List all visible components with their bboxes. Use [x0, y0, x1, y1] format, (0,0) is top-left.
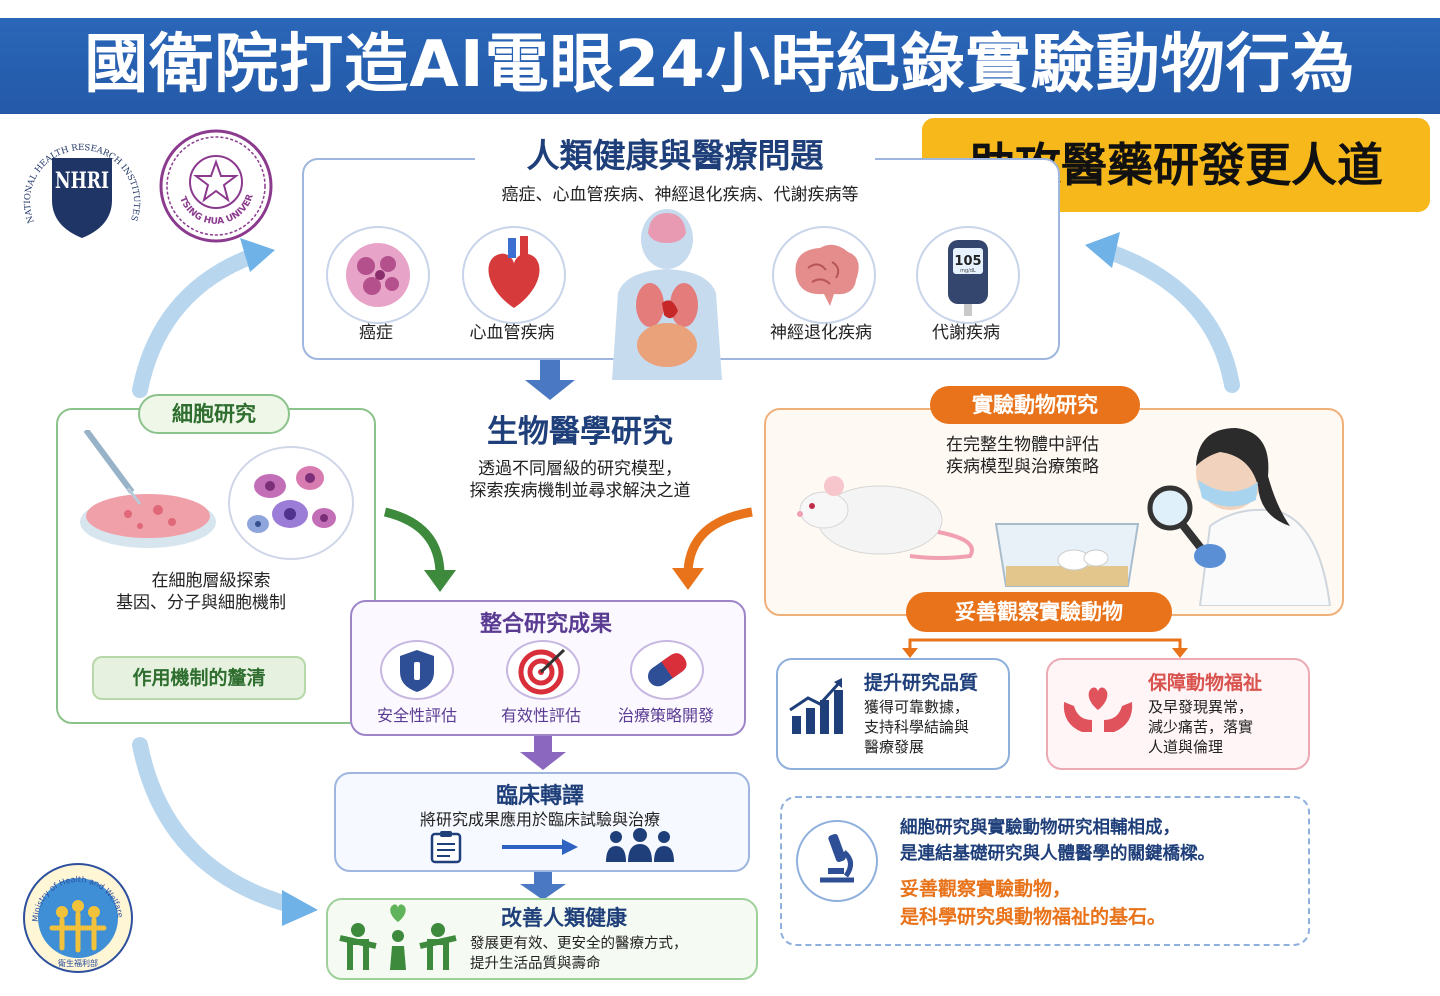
clinical-translation-desc: 將研究成果應用於臨床試驗與治療 — [419, 810, 660, 829]
cancer-cells-icon — [326, 226, 430, 324]
research-quality-title: 提升研究品質 — [864, 672, 979, 694]
cells-microscopy-icon — [228, 446, 354, 560]
cell-research-title: 細胞研究 — [138, 394, 290, 434]
cell-desc-1: 在細胞層級探索 — [151, 571, 271, 591]
moh-bottom-text: 衛生福利部 — [58, 958, 98, 968]
improve-desc-2: 提升生活品質與壽命 — [470, 956, 601, 972]
target-icon — [506, 640, 580, 700]
quality-desc-2: 支持科學結論與 — [864, 718, 970, 736]
mouse-cage-illustration — [992, 514, 1142, 590]
heart-icon — [462, 226, 566, 324]
metabolic-label: 代謝疾病 — [932, 323, 1000, 343]
glucose-value: 105 — [954, 254, 981, 269]
lab-mouse-illustration — [790, 460, 990, 570]
note-line-3: 妥善觀察實驗動物， — [900, 878, 1072, 900]
shield-icon — [380, 640, 454, 700]
microscope-icon — [796, 820, 878, 902]
improve-health-title: 改善人類健康 — [501, 906, 627, 930]
bar-chart-icon — [786, 676, 846, 738]
title-banner — [0, 18, 1440, 114]
moh-logo: Ministry of Health and Welfare 衛生福利部 — [22, 862, 134, 974]
capsule-icon — [630, 640, 704, 700]
animal-welfare-panel — [1046, 658, 1310, 770]
biomed-title: 生物醫學研究 — [487, 414, 673, 450]
integrated-results-title: 整合研究成果 — [479, 612, 612, 637]
care-hands-icon — [1060, 680, 1136, 740]
animal-desc-2: 疾病模型與治療策略 — [946, 457, 1099, 477]
brain-icon — [772, 226, 876, 324]
glucose-meter-icon: 105 mg/dL — [916, 226, 1020, 324]
page-title: 國衛院打造AI電眼24小時紀錄實驗動物行為 — [84, 28, 1356, 102]
cardiovascular-label: 心血管疾病 — [469, 323, 555, 343]
clinical-translation-panel — [334, 772, 750, 872]
neurodegenerative-label: 神經退化疾病 — [770, 323, 872, 343]
welfare-desc-1: 及早發現異常， — [1148, 698, 1254, 716]
petri-dish-illustration — [68, 428, 228, 560]
animal-research-title: 實驗動物研究 — [930, 386, 1140, 424]
glucose-unit: mg/dL — [960, 268, 976, 274]
improve-desc-1: 發展更有效、更安全的醫療方式， — [470, 936, 688, 952]
clinical-translation-title: 臨床轉譯 — [495, 784, 584, 809]
note-line-1: 細胞研究與實驗動物研究相輔相成， — [900, 818, 1180, 838]
welfare-desc-2: 減少痛苦，落實 — [1148, 718, 1254, 736]
observe-animals-badge: 妥善觀察實驗動物 — [906, 592, 1172, 632]
note-line-4: 是科學研究與動物福祉的基石。 — [900, 906, 1167, 928]
quality-desc-3: 醫療發展 — [864, 738, 925, 756]
animal-welfare-title: 保障動物福祉 — [1148, 672, 1263, 694]
human-body-illustration — [592, 205, 742, 380]
patients-group-icon — [604, 828, 676, 864]
right-arrow-icon — [500, 836, 580, 858]
quality-desc-1: 獲得可靠數據， — [864, 698, 970, 716]
researcher-illustration — [1140, 416, 1336, 607]
biomed-desc-1: 透過不同層級的研究模型， — [478, 459, 682, 479]
nhri-mark: NHRI — [55, 168, 109, 194]
nhri-logo: NATIONAL HEALTH RESEARCH INSTITUTES NHRI — [22, 130, 142, 242]
note-line-2: 是連結基礎研究與人體醫學的關鍵橋樑。 — [900, 844, 1215, 864]
safety-assessment-label: 安全性評估 — [376, 706, 457, 725]
nthu-seal: TSING HUA UNIVERSITY — [154, 121, 274, 244]
mechanism-clarification: 作用機制的釐清 — [92, 656, 306, 700]
human-health-title: 人類健康與醫療問題 — [475, 134, 875, 178]
treatment-strategy-label: 治療策略開發 — [617, 706, 714, 725]
efficacy-assessment-label: 有效性評估 — [500, 706, 581, 725]
clipboard-icon — [426, 830, 466, 864]
animal-desc-1: 在完整生物體中評估 — [946, 435, 1099, 455]
human-health-desc: 癌症、心血管疾病、神經退化疾病、代謝疾病等 — [501, 185, 859, 205]
biomed-desc-2: 探索疾病機制並尋求解決之道 — [469, 481, 691, 501]
family-health-icon — [336, 902, 460, 972]
welfare-desc-3: 人道與倫理 — [1148, 738, 1224, 756]
cell-desc-2: 基因、分子與細胞機制 — [116, 593, 286, 613]
cancer-label: 癌症 — [359, 323, 393, 343]
